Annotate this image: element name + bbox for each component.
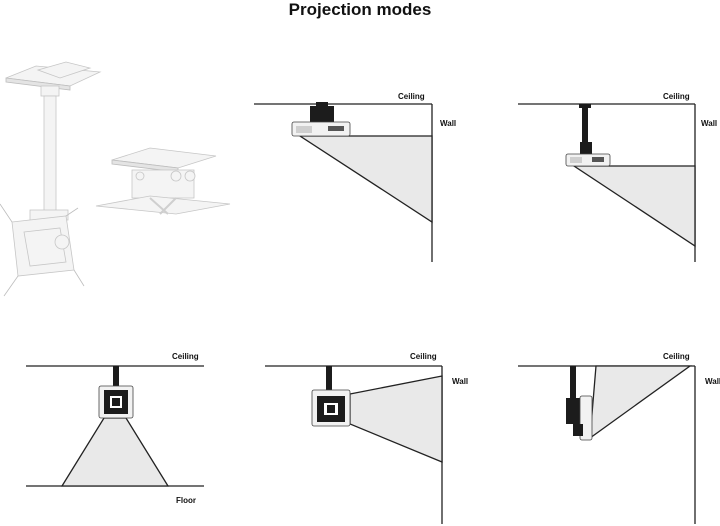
mode-ceiling-flush-to-wall: Ceiling Wall — [254, 92, 456, 262]
mode-tilted-to-wall: Ceiling Wall — [265, 352, 468, 524]
mode5-wall-label: Wall — [705, 377, 720, 386]
mode2-ceiling-label: Ceiling — [663, 92, 690, 101]
mode4-ceiling-label: Ceiling — [410, 352, 437, 361]
product-short-mount — [95, 147, 231, 215]
page-title: Projection modes — [288, 0, 432, 19]
mode4-wall-label: Wall — [452, 377, 468, 386]
mode-ceiling-to-floor: Ceiling Floor — [26, 352, 204, 505]
mode3-ceiling-label: Ceiling — [172, 352, 199, 361]
product-pole-mount — [0, 61, 102, 297]
mode-ceiling-drop-to-wall: Ceiling Wall — [518, 92, 717, 262]
mode2-wall-label: Wall — [701, 119, 717, 128]
mode1-wall-label: Wall — [440, 119, 456, 128]
mode5-ceiling-label: Ceiling — [663, 352, 690, 361]
mode1-ceiling-label: Ceiling — [398, 92, 425, 101]
mode-vertical-to-ceiling: Ceiling Wall — [518, 352, 720, 524]
mode3-floor-label: Floor — [176, 496, 196, 505]
